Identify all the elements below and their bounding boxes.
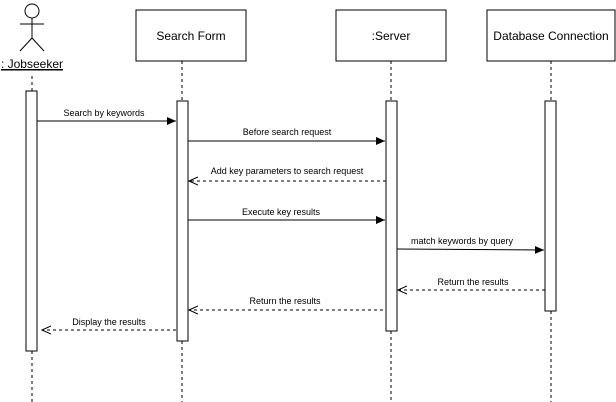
message-label: Execute key results bbox=[242, 207, 321, 217]
message-add-key-parameters: Add key parameters to search request bbox=[189, 166, 386, 181]
message-before-search-request: Before search request bbox=[188, 127, 385, 145]
participant-label: Search Form bbox=[156, 29, 225, 43]
message-label: Return the results bbox=[249, 296, 321, 306]
message-display-results: Display the results bbox=[42, 317, 176, 330]
message-search-by-keywords: Search by keywords bbox=[37, 108, 176, 125]
message-label: Before search request bbox=[243, 127, 332, 137]
message-label: Display the results bbox=[72, 317, 146, 327]
lifelines bbox=[31, 61, 552, 402]
participant-search-form: Search Form bbox=[135, 9, 247, 62]
message-label: Return the results bbox=[437, 277, 509, 287]
activation-actor bbox=[25, 90, 38, 352]
activation-server bbox=[385, 100, 398, 332]
message-return-results-server: Return the results bbox=[189, 296, 383, 310]
participant-database: Database Connection bbox=[486, 9, 616, 62]
actor-icon bbox=[19, 3, 45, 52]
participant-label: Database Connection bbox=[493, 29, 608, 43]
message-label: Search by keywords bbox=[63, 108, 145, 118]
participant-label: :Server bbox=[372, 29, 411, 43]
message-label: Add key parameters to search request bbox=[211, 166, 364, 176]
message-label: match keywords by query bbox=[411, 236, 514, 246]
message-execute-key-results: Execute key results bbox=[188, 207, 385, 224]
participant-server: :Server bbox=[335, 9, 447, 62]
activation-database bbox=[544, 100, 557, 312]
message-return-results-db: Return the results bbox=[398, 277, 545, 290]
actor-label: : Jobseeker bbox=[1, 57, 63, 71]
activation-search-form bbox=[176, 100, 189, 342]
message-match-keywords: match keywords by query bbox=[396, 236, 545, 254]
